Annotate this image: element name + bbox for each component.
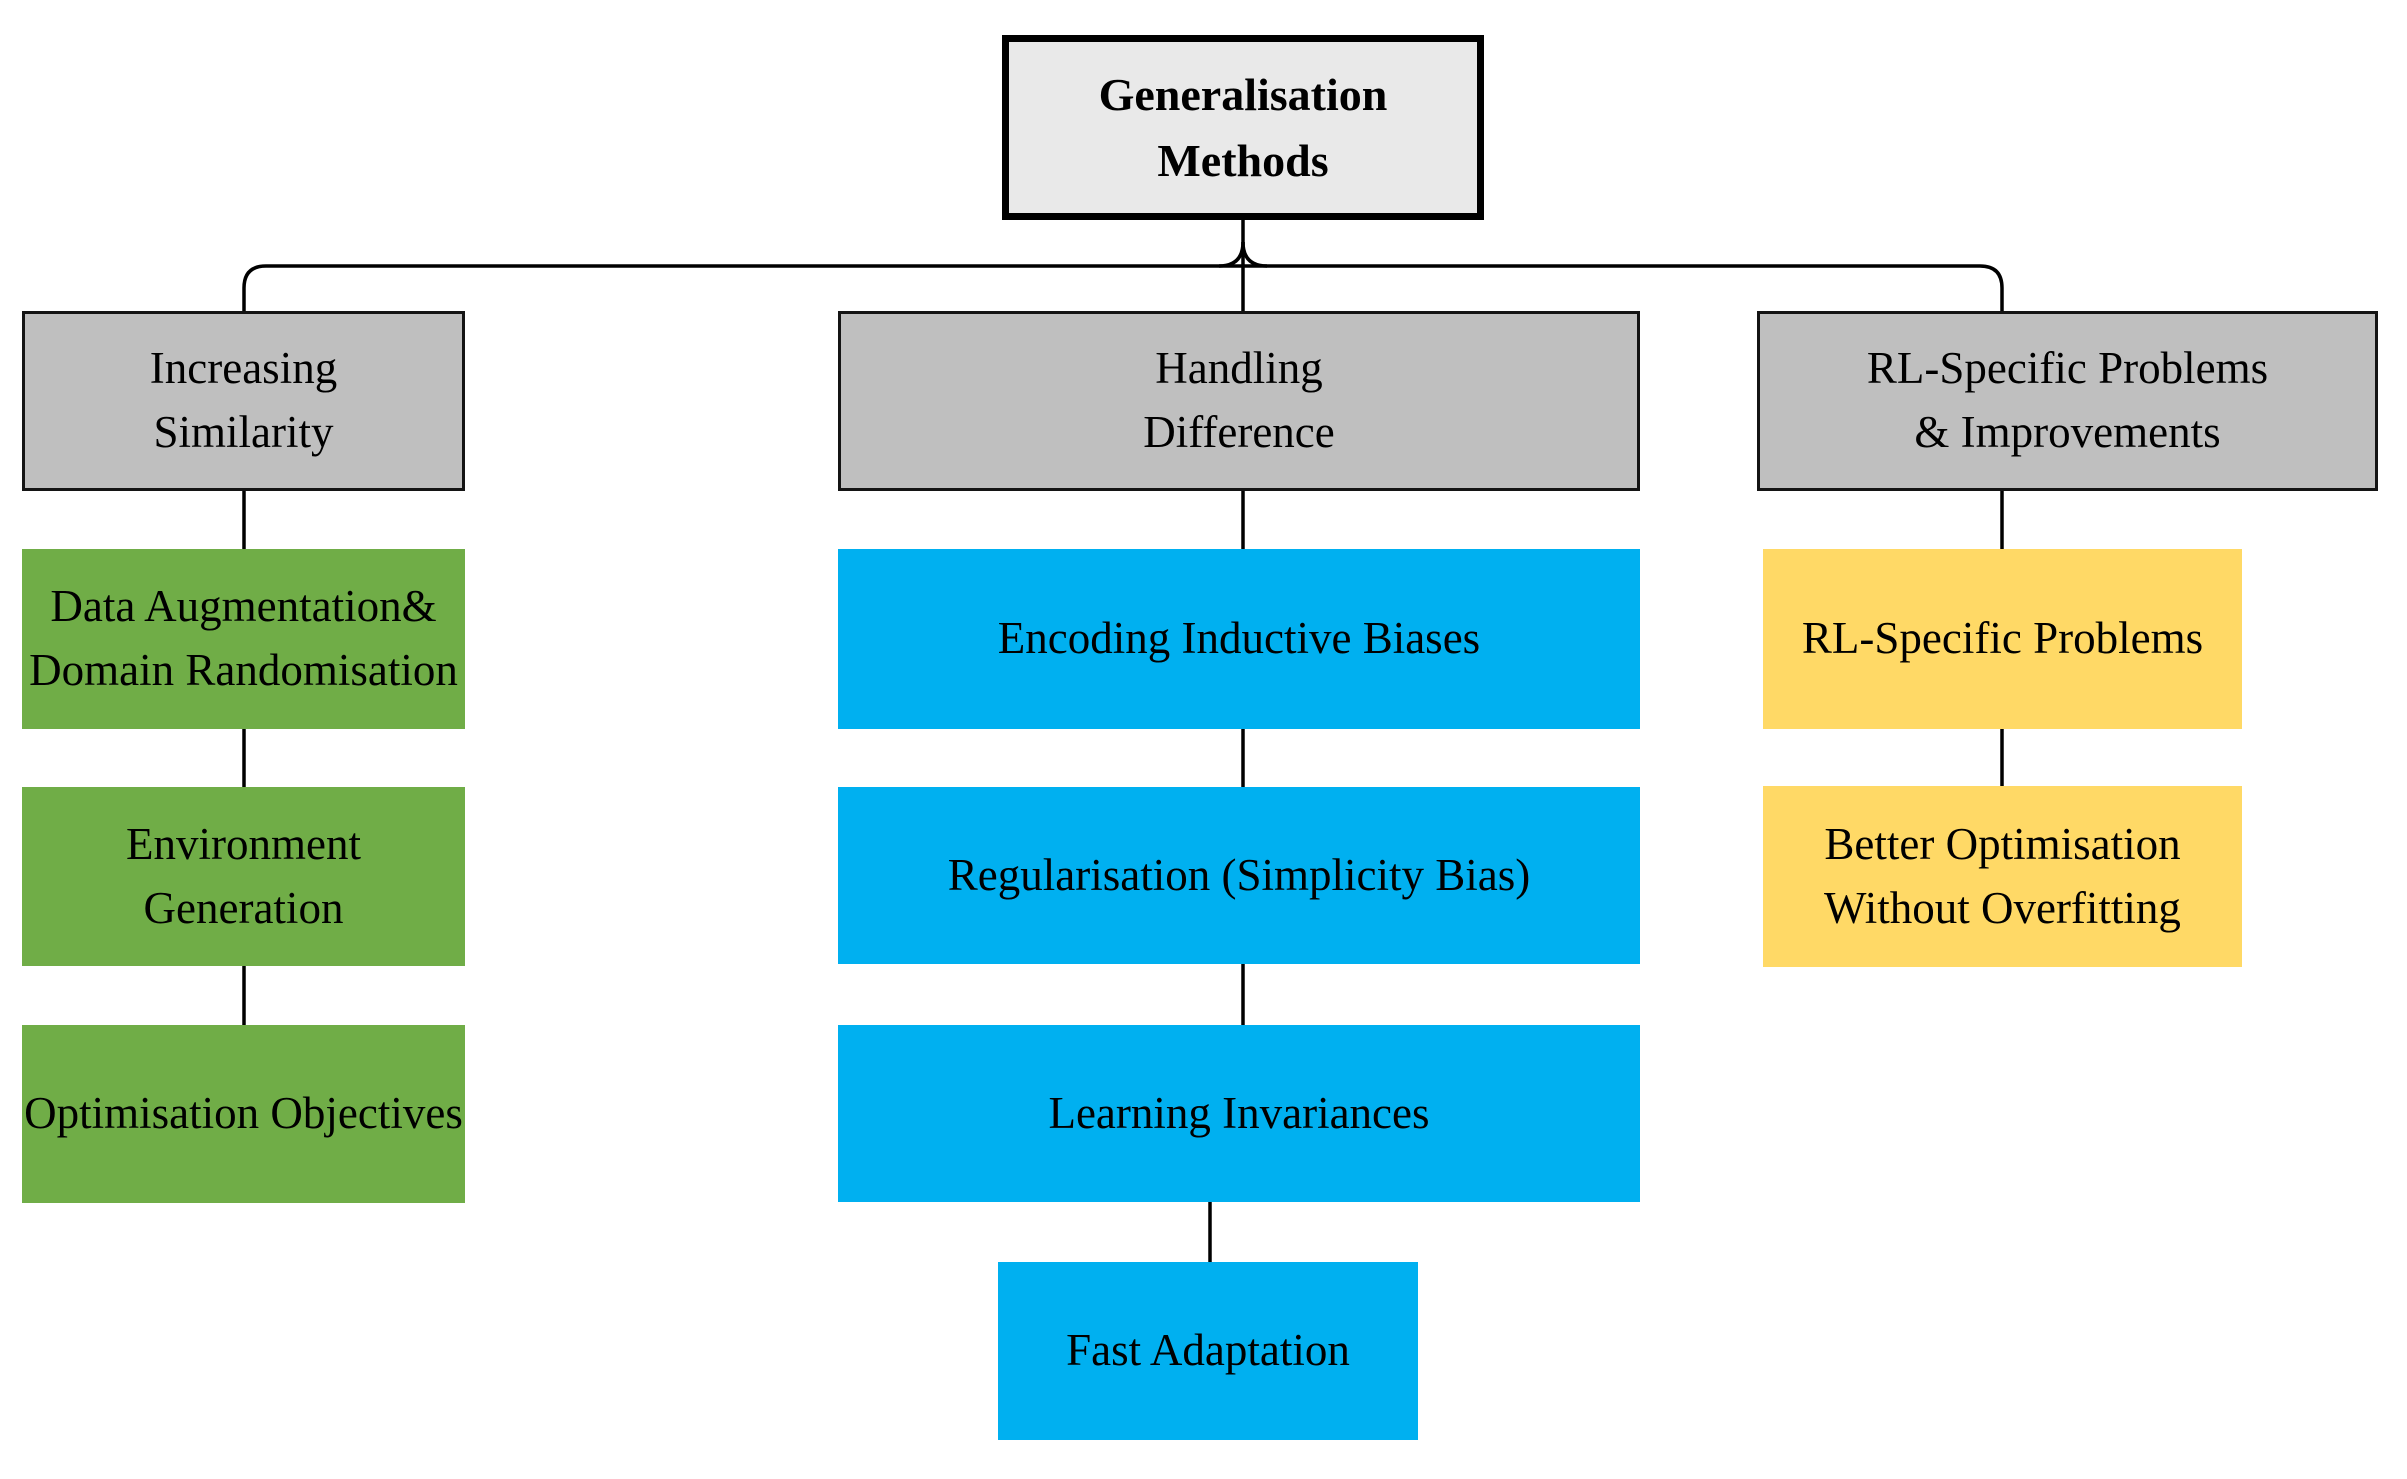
connector-fillet-right <box>1241 241 1268 268</box>
branch-header-handling-difference: Handling Difference <box>838 311 1640 491</box>
node-learning-invariances: Learning Invariances <box>838 1025 1640 1202</box>
node-fast-adaptation: Fast Adaptation <box>998 1262 1418 1440</box>
node-data-augmentation-domain-randomisation: Data Augmentation& Domain Randomisation <box>22 549 465 729</box>
branch-header-increasing-similarity: Increasing Similarity <box>22 311 465 491</box>
node-environment-generation: Environment Generation <box>22 787 465 966</box>
node-better-optimisation-without-overfitting: Better Optimisation Without Overfitting <box>1763 786 2242 967</box>
branch-header-rl-specific: RL-Specific Problems & Improvements <box>1757 311 2378 491</box>
node-rl-specific-problems: RL-Specific Problems <box>1763 549 2242 729</box>
root-node-generalisation-methods: Generalisation Methods <box>1002 35 1484 220</box>
node-regularisation-simplicity-bias: Regularisation (Simplicity Bias) <box>838 787 1640 964</box>
node-encoding-inductive-biases: Encoding Inductive Biases <box>838 549 1640 729</box>
node-optimisation-objectives: Optimisation Objectives <box>22 1025 465 1203</box>
connector-fillet-left <box>1218 241 1245 268</box>
connector-rail <box>242 264 2004 311</box>
